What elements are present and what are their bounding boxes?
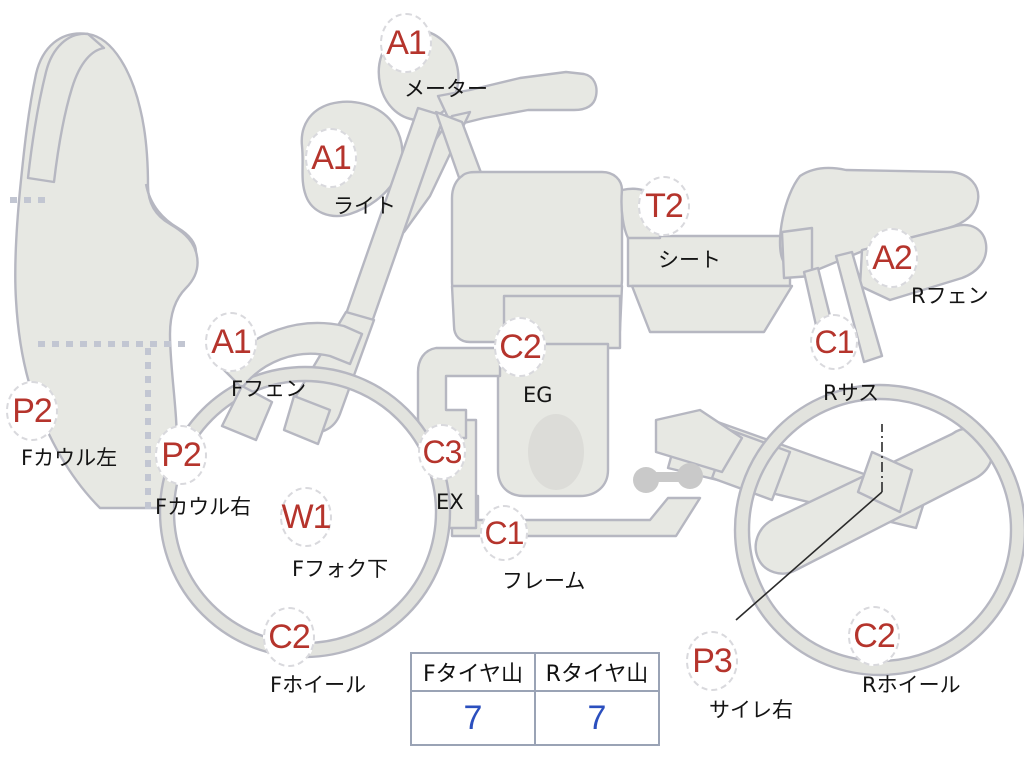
grade-badge-silencer-right[interactable]: P3 (686, 631, 738, 691)
part-label-front-fork-lower: Fフォク下 (292, 557, 389, 581)
grade-badge-front-cowl-right[interactable]: P2 (155, 425, 207, 485)
grade-badge-frame[interactable]: C1 (480, 505, 528, 561)
grade-badge-exhaust[interactable]: C3 (418, 424, 466, 480)
part-label-rear-wheel: Rホイール (862, 673, 961, 697)
value-front-tire-depth: 7 (410, 690, 536, 746)
part-label-front-wheel: Fホイール (270, 673, 367, 697)
grade-badge-engine[interactable]: C2 (494, 317, 546, 377)
part-label-exhaust: EX (436, 490, 464, 514)
part-label-front-cowl-right: Fカウル右 (155, 495, 252, 519)
grade-badge-front-wheel[interactable]: C2 (263, 607, 315, 667)
part-label-light: ライト (333, 194, 396, 218)
part-label-frame: フレーム (502, 569, 586, 593)
part-label-rear-fender: Rフェン (911, 284, 989, 308)
part-label-front-fender: Fフェン (231, 377, 307, 401)
grade-badge-rear-wheel[interactable]: C2 (848, 606, 900, 666)
value-rear-tire-depth: 7 (534, 690, 660, 746)
part-label-rear-suspension: Rサス (823, 381, 880, 405)
part-label-meter: メーター (404, 77, 488, 101)
grade-badge-front-fork-lower[interactable]: W1 (280, 487, 332, 547)
part-label-silencer-right: サイレ右 (709, 698, 793, 722)
grade-badge-seat[interactable]: T2 (638, 176, 690, 236)
part-label-engine: EG (523, 383, 553, 407)
grade-badge-rear-fender[interactable]: A2 (866, 228, 918, 288)
column-header-rear-tire: Rタイヤ山 (534, 652, 660, 692)
grade-badge-meter[interactable]: A1 (380, 13, 432, 73)
grade-badge-light[interactable]: A1 (305, 128, 357, 188)
table-row: 7 7 (410, 690, 660, 746)
tire-tread-table: Fタイヤ山 Rタイヤ山 7 7 (410, 652, 660, 746)
grade-badge-rear-suspension[interactable]: C1 (810, 314, 858, 370)
grade-badge-front-fender[interactable]: A1 (205, 312, 257, 372)
table-header-row: Fタイヤ山 Rタイヤ山 (410, 652, 660, 692)
column-header-front-tire: Fタイヤ山 (410, 652, 536, 692)
grade-badge-front-cowl-left[interactable]: P2 (6, 381, 58, 441)
part-label-seat: シート (658, 248, 721, 272)
part-label-front-cowl-left: Fカウル左 (21, 446, 118, 470)
